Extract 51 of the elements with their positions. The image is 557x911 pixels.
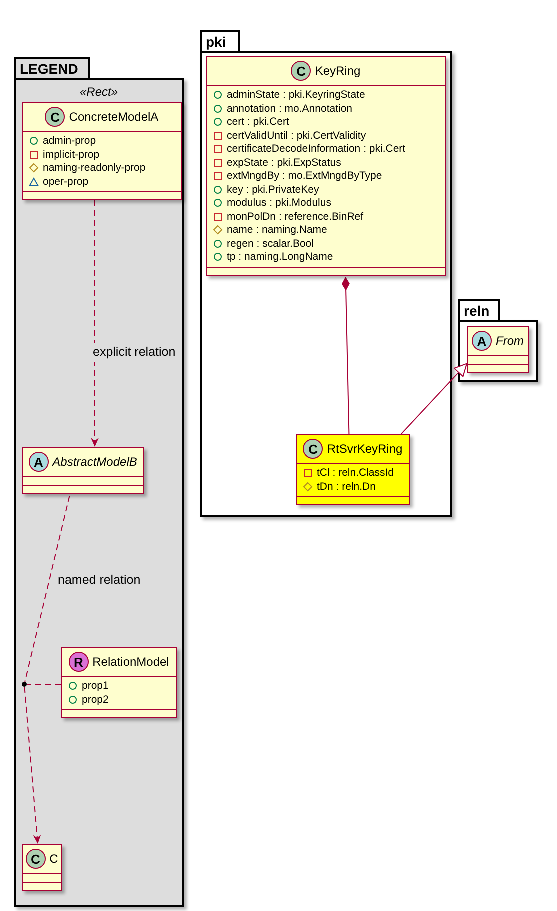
class-box xyxy=(206,56,446,276)
attribute-text: implicit-prop xyxy=(43,148,100,161)
attribute-text: monPolDn : reference.BinRef xyxy=(227,210,364,223)
class-box xyxy=(467,326,529,373)
connector-line xyxy=(401,363,468,434)
attribute-text: certValidUntil : pki.CertValidity xyxy=(227,130,366,142)
attribute-text: regen : scalar.Bool xyxy=(227,238,314,250)
class-box xyxy=(22,844,62,891)
class-name: C xyxy=(50,851,58,868)
class-type-badge: C xyxy=(303,439,324,459)
attribute-text: naming-readonly-prop xyxy=(43,162,146,174)
stereotype-label: «Rect» xyxy=(78,84,120,101)
attribute-text: prop1 xyxy=(82,680,109,692)
class-type-badge: R xyxy=(68,652,89,672)
edge-label: explicit relation xyxy=(91,343,178,362)
package-tab: reln xyxy=(458,299,500,322)
class-type-badge: A xyxy=(472,331,492,351)
class-type-badge: C xyxy=(291,61,312,81)
class-name: AbstractModelB xyxy=(52,454,138,471)
attribute-text: prop2 xyxy=(82,694,109,706)
class-name: KeyRing xyxy=(315,63,361,80)
connector-line xyxy=(342,276,350,434)
class-box xyxy=(22,102,182,200)
class-name: ConcreteModelA xyxy=(69,109,159,126)
attribute-text: tCl : reln.ClassId xyxy=(317,467,394,480)
attribute-text: annotation : mo.Annotation xyxy=(227,102,353,115)
dashed-arrow xyxy=(91,200,99,448)
attribute-text: adminState : pki.KeyringState xyxy=(227,89,366,102)
package-tab: pki xyxy=(200,30,240,53)
attribute-text: expState : pki.ExpStatus xyxy=(227,156,342,169)
package-tab: LEGEND xyxy=(14,57,90,80)
class-box xyxy=(61,647,177,718)
attribute-text: oper-prop xyxy=(43,176,89,188)
attribute-text: certificateDecodeInformation : pki.Cert xyxy=(227,143,406,156)
attribute-text: name : naming.Name xyxy=(227,224,328,236)
class-name: From xyxy=(496,333,524,350)
attribute-text: extMngdBy : mo.ExtMngdByType xyxy=(227,170,382,182)
attribute-text: modulus : pki.Modulus xyxy=(227,197,332,210)
class-type-badge: A xyxy=(28,452,49,472)
attribute-text: tDn : reln.Dn xyxy=(317,480,376,493)
class-box xyxy=(22,447,144,494)
dashed-arrow xyxy=(24,686,42,844)
attribute-text: cert : pki.Cert xyxy=(227,116,290,128)
attribute-text: key : pki.PrivateKey xyxy=(227,184,320,196)
attribute-text: tp : naming.LongName xyxy=(227,251,334,264)
class-box xyxy=(296,434,410,505)
class-name: RtSvrKeyRing xyxy=(327,441,403,458)
class-name: RelationModel xyxy=(92,654,170,671)
class-type-badge: C xyxy=(45,107,66,127)
attribute-text: admin-prop xyxy=(43,135,96,148)
class-type-badge: C xyxy=(26,849,46,869)
